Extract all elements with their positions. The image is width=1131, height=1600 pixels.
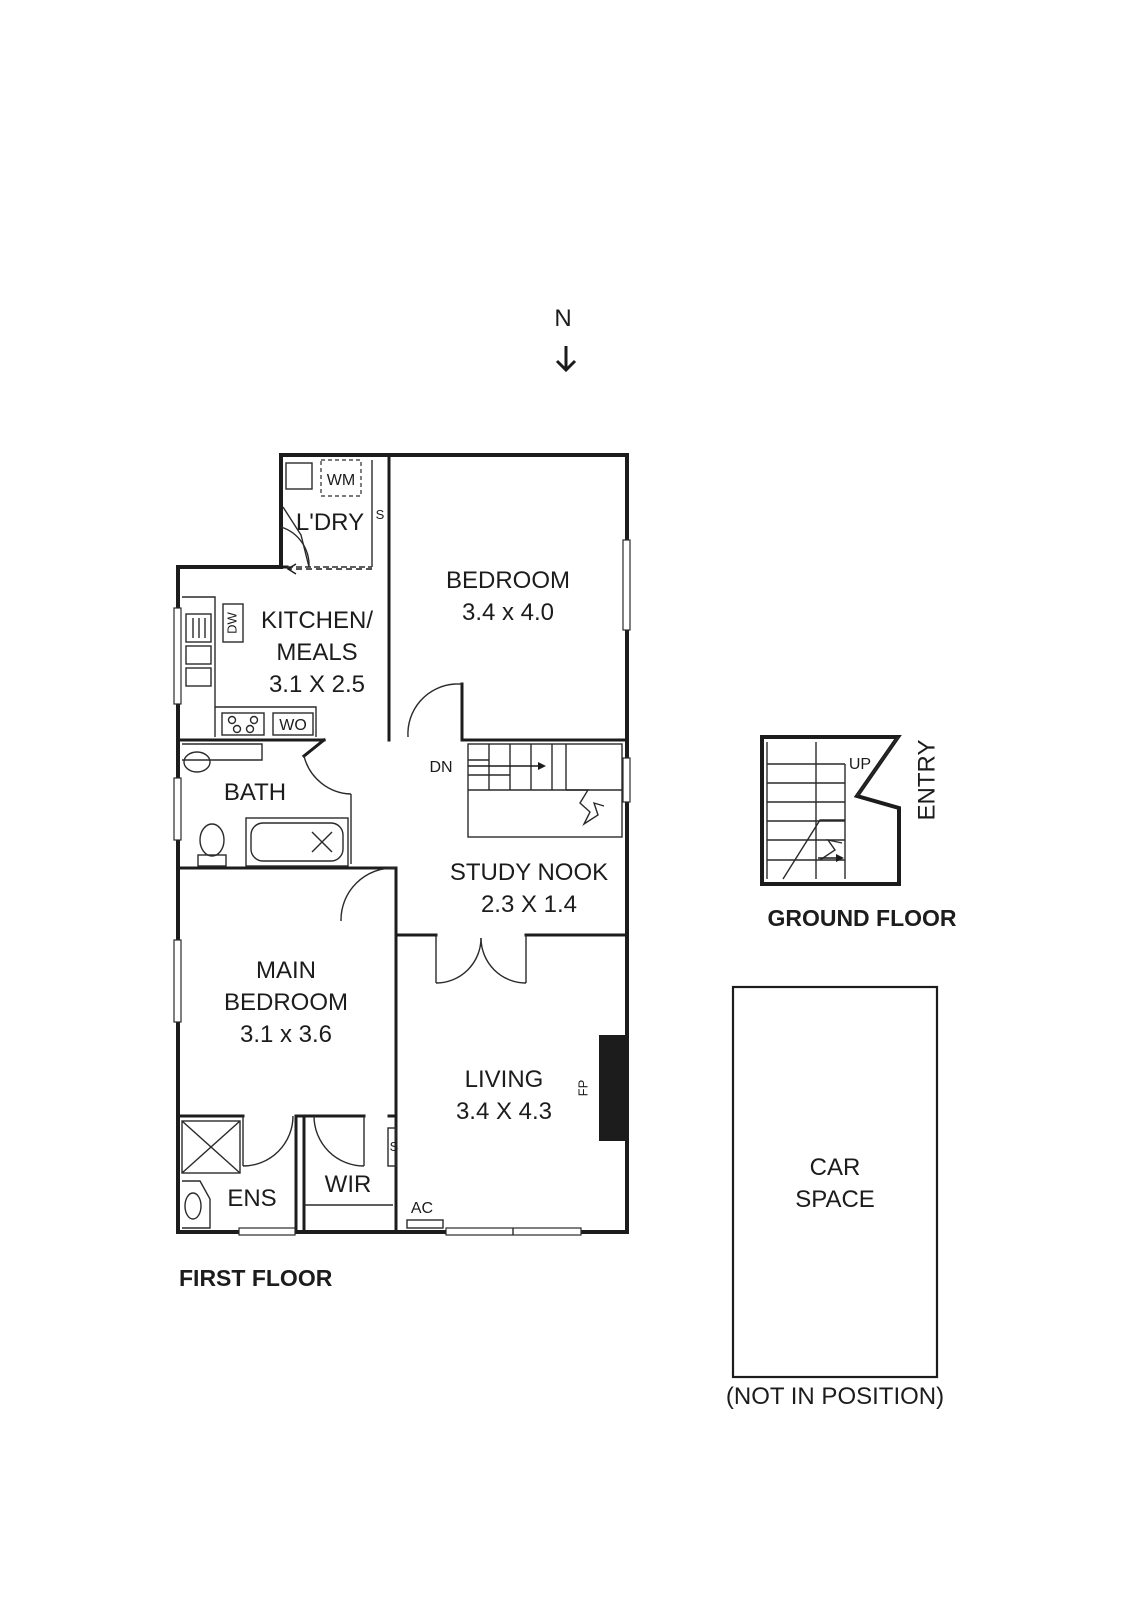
wir-label: WIR	[325, 1171, 372, 1198]
car-space-line2: SPACE	[795, 1186, 875, 1213]
compass-label: N	[554, 305, 571, 332]
ensuite-label: ENS	[227, 1185, 276, 1212]
ground-floor-title: GROUND FLOOR	[767, 905, 956, 931]
study-nook: STUDY NOOK 2.3 X 1.4	[340, 859, 629, 984]
ensuite-wir: S ENS WIR	[176, 1114, 399, 1236]
first-floor-title: FIRST FLOOR	[179, 1265, 333, 1291]
north-arrow-icon	[555, 346, 577, 373]
living-name: LIVING	[465, 1066, 544, 1093]
bedroom-name: BEDROOM	[446, 567, 570, 594]
living-size: 3.4 X 4.3	[456, 1098, 552, 1125]
wir-storage-icon	[387, 1127, 397, 1167]
wall-oven-icon	[272, 712, 314, 736]
toilet-cistern-icon	[197, 854, 227, 867]
washing-machine-label: WM	[327, 472, 355, 489]
stairs-down: DN	[429, 738, 631, 838]
wall-oven-label: WO	[279, 717, 307, 734]
shower-icon	[181, 1120, 241, 1174]
ground-floor-outer-wall	[760, 735, 902, 886]
laundry-label: L'DRY	[296, 509, 364, 536]
main-bedroom-window	[173, 939, 182, 1023]
ground-floor-plan: UP ENTRY GROUND FLOOR	[760, 735, 957, 931]
entry-label: ENTRY	[913, 740, 940, 821]
stairs-direction-arrow-icon	[468, 762, 546, 770]
cooktop-icon	[221, 712, 265, 736]
kitchen-window	[173, 607, 182, 705]
air-conditioner-label: AC	[411, 1200, 433, 1217]
study-name: STUDY NOOK	[450, 859, 608, 886]
stairs-up-label: UP	[849, 756, 871, 773]
bath-window	[173, 777, 182, 841]
ensuite-basin-icon	[184, 1192, 202, 1220]
study-size: 2.3 X 1.4	[481, 891, 577, 918]
car-space-line1: CAR	[810, 1154, 861, 1181]
stair-window	[622, 757, 631, 803]
laundry-storage-label: S	[376, 507, 385, 522]
dishwasher-icon	[222, 603, 244, 643]
bedroom-size: 3.4 x 4.0	[462, 599, 554, 626]
main-bedroom-name-line1: MAIN	[256, 957, 316, 984]
car-space-note: (NOT IN POSITION)	[726, 1383, 944, 1410]
washing-machine-icon	[320, 459, 362, 497]
car-space: CAR SPACE (NOT IN POSITION)	[726, 985, 944, 1410]
bath-label: BATH	[224, 779, 286, 806]
bathroom: BATH	[173, 737, 398, 870]
kitchen-name-line1: KITCHEN/	[261, 607, 373, 634]
kitchen-name-line2: MEALS	[276, 639, 357, 666]
main-bedroom-name-line2: BEDROOM	[224, 989, 348, 1016]
toilet-icon	[199, 823, 225, 857]
kitchen-size: 3.1 X 2.5	[269, 671, 365, 698]
air-conditioner-icon	[406, 1219, 444, 1229]
main-bedroom: MAIN BEDROOM 3.1 x 3.6	[173, 933, 398, 1234]
sink-icon	[185, 613, 212, 687]
fireplace-icon	[599, 1035, 627, 1141]
ground-stairs	[766, 742, 846, 880]
bedroom: BEDROOM 3.4 x 4.0	[407, 539, 631, 742]
bedroom-window	[622, 539, 631, 631]
ground-stairs-arrow-icon	[836, 854, 844, 862]
dishwasher-label: DW	[224, 611, 239, 633]
car-space-outline	[731, 985, 939, 1379]
stairs-down-label: DN	[429, 759, 452, 776]
kitchen-meals: DW WO KITCHEN/ MEALS 3.1 X 2.5	[173, 596, 373, 742]
main-bedroom-size: 3.1 x 3.6	[240, 1021, 332, 1048]
laundry-area: WM S L'DRY	[279, 453, 391, 742]
laundry-tub-icon	[285, 462, 313, 490]
bath-basin-icon	[183, 751, 211, 773]
bathtub-icon	[245, 817, 349, 867]
living: FP LIVING 3.4 X 4.3 AC	[406, 1035, 627, 1236]
wir-storage-label: S	[390, 1139, 399, 1154]
north-compass: N	[554, 305, 577, 373]
fireplace-label: FP	[575, 1080, 590, 1097]
ensuite-window	[238, 1227, 296, 1236]
first-floor-plan: WM S L'DRY BEDROOM 3.4 x 4.0	[173, 453, 631, 1291]
laundry-door-arrow-icon	[286, 563, 372, 575]
